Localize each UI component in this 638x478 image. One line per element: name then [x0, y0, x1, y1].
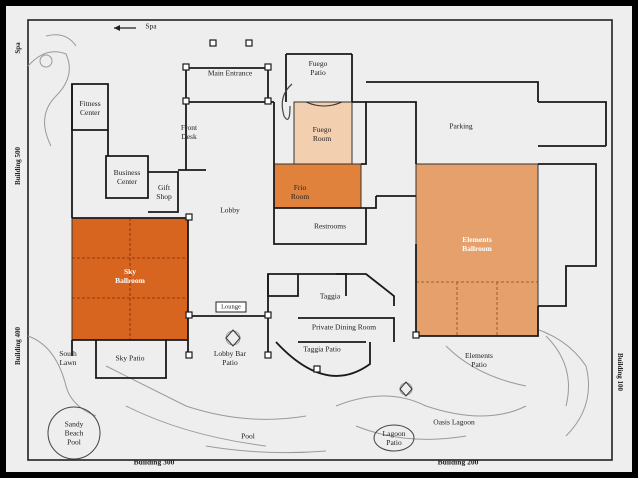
taggia-patio-label: Taggia Patio	[303, 344, 341, 354]
frio-room-label: Frio Room	[290, 183, 310, 201]
taggia-label: Taggia	[319, 291, 341, 301]
sky-ballroom-dividers	[72, 218, 188, 340]
elements-patio-label: Elements Patio	[465, 351, 493, 369]
structural-posts	[182, 39, 420, 373]
lobby-bar-patio-label: Lobby Bar Patio	[213, 349, 247, 367]
sky-ballroom-label: Sky Ballroom	[115, 267, 145, 285]
floor-plan-map: Spa Spa Main Entrance Fuego Patio Fuego …	[6, 6, 632, 472]
fuego-patio-label: Fuego Patio	[308, 59, 328, 77]
front-desk-label: Front Desk	[180, 123, 198, 141]
main-entrance-label: Main Entrance	[207, 68, 253, 78]
floor-plan-drawing	[27, 19, 613, 461]
frio-room	[273, 163, 362, 209]
diamond-markers	[225, 329, 413, 397]
lagoon-patio-label: Lagoon Patio	[382, 429, 406, 447]
restrooms-label: Restrooms	[313, 221, 347, 231]
lounge-box	[215, 301, 247, 313]
elements-ballroom-label: Elements Ballroom	[462, 235, 492, 253]
gift-shop-label: Gift Shop	[156, 183, 172, 201]
sky-patio-label: Sky Patio	[115, 353, 145, 363]
spa-arrow-label: Spa	[145, 21, 157, 31]
lobby-label: Lobby	[220, 205, 240, 215]
lounge-label: Lounge	[221, 303, 241, 311]
fitness-center-label: Fitness Center	[79, 99, 101, 117]
building-walls	[71, 53, 607, 379]
spa-side-label: Spa	[14, 42, 22, 54]
fuego-door-arc	[305, 101, 343, 107]
oasis-lagoon-label: Oasis Lagoon	[433, 417, 475, 427]
fuego-room-label: Fuego Room	[312, 125, 332, 143]
building-500-label: Building 500	[14, 147, 22, 185]
fuego-ramp	[281, 83, 293, 120]
private-dining-room-label: Private Dining Room	[311, 322, 377, 332]
pool-label: Pool	[241, 431, 255, 441]
building-200-label: Building 200	[437, 457, 479, 467]
lagoon-patio-shape	[373, 424, 415, 452]
building-100-label: Building 100	[616, 353, 624, 391]
spa-arrow-icon	[114, 25, 136, 31]
business-center-label: Business Center	[113, 168, 141, 186]
property-border	[27, 19, 613, 461]
building-300-label: Building 300	[133, 457, 175, 467]
parking-label: Parking	[449, 121, 473, 131]
south-lawn-label: South Lawn	[59, 349, 77, 367]
sandy-beach-pool	[47, 406, 101, 460]
building-400-label: Building 400	[14, 327, 22, 365]
sandy-beach-pool-label: Sandy Beach Pool	[64, 419, 84, 447]
elements-ballroom-dividers	[416, 281, 538, 336]
